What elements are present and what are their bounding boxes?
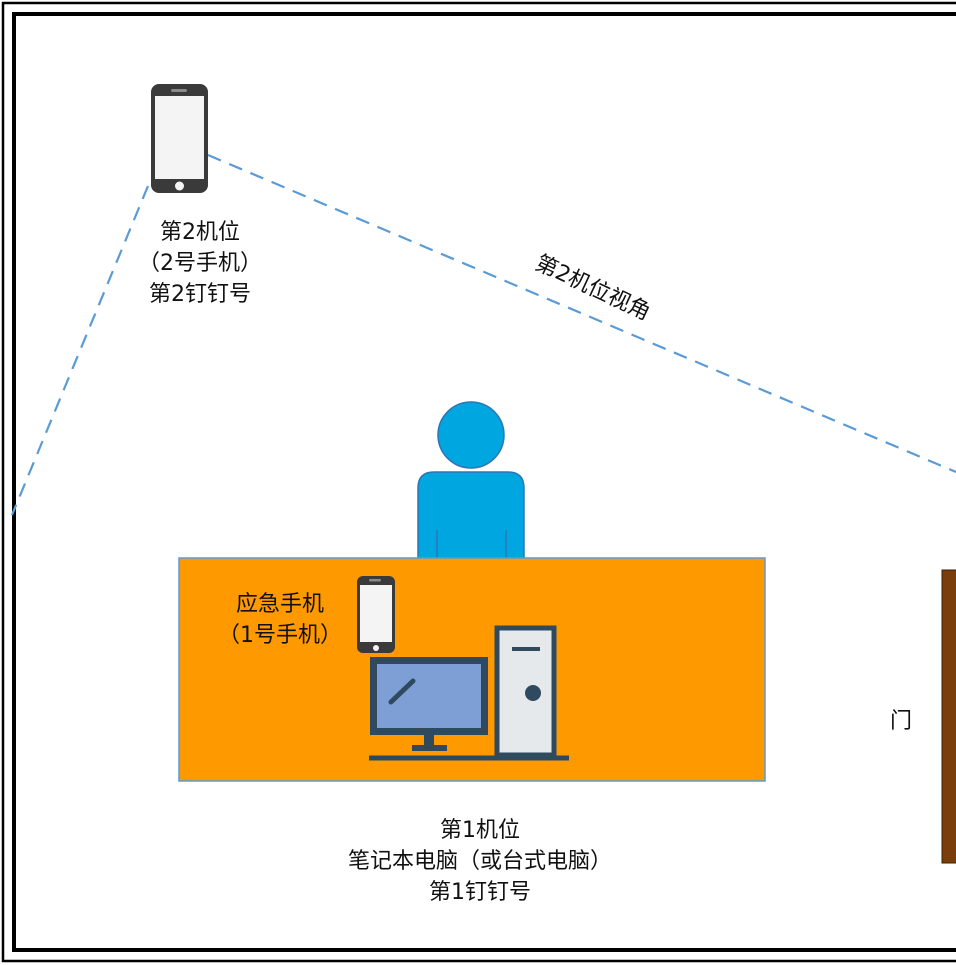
camera2-label: 第2机位 （2号手机） 第2钉钉号 <box>125 217 275 310</box>
door-icon <box>941 569 956 864</box>
camera1-label-line3: 第1钉钉号 <box>429 880 531 905</box>
camera1-label-line1: 第1机位 <box>440 818 520 843</box>
person-icon <box>417 401 525 560</box>
view-line-right <box>207 153 956 474</box>
phone-icon <box>357 576 395 653</box>
emergency-phone-label-line1: 应急手机 <box>235 592 324 617</box>
door-label: 门 <box>890 709 913 734</box>
monitor-icon <box>370 657 488 751</box>
emergency-phone-label: 应急手机 （1号手机） <box>205 589 355 651</box>
view-line-left <box>10 185 150 516</box>
camera2-label-line1: 第2机位 <box>160 220 240 245</box>
camera1-label-line2: 笔记本电脑（或台式电脑） <box>347 849 612 874</box>
camera1-label: 第1机位 笔记本电脑（或台式电脑） 第1钉钉号 <box>280 815 680 908</box>
pc-tower-icon <box>494 625 557 758</box>
camera2-view-lines <box>10 153 956 516</box>
phone-icon <box>151 84 208 193</box>
emergency-phone-label-line2: （1号手机） <box>218 623 342 648</box>
camera2-label-line2: （2号手机） <box>138 251 262 276</box>
camera2-label-line3: 第2钉钉号 <box>149 282 251 307</box>
